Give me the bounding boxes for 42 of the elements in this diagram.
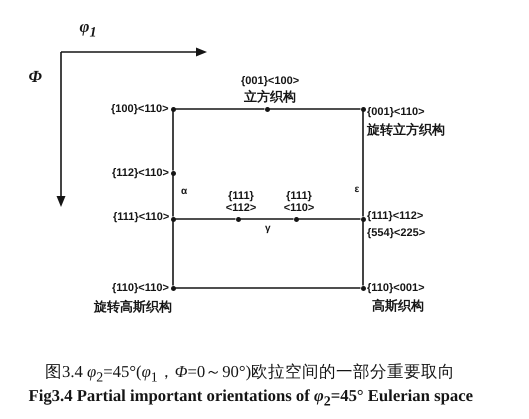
texture-name: 立方织构 (244, 90, 296, 104)
caption-text: Fig3.4 Partial important orientations of φ$_{2}$=45° Eulerian space (28, 386, 474, 410)
axis-label: φ$_{1}$ (80, 17, 97, 41)
letter-label: ε (354, 184, 360, 196)
line-segment (172, 112, 174, 170)
point-dot (170, 216, 176, 222)
orientation-label: {110}<110> (112, 282, 169, 294)
texture-name: 高斯织构 (372, 298, 424, 314)
orientation-label: {100}<110> (111, 102, 169, 116)
point-dot (170, 106, 176, 112)
orientation-label: {554}<225> (367, 226, 426, 240)
line-segment (172, 222, 174, 286)
point-dot (170, 286, 176, 290)
orientation-label: {111}<110> (113, 210, 170, 224)
orientation-label: {111} <110> (282, 190, 316, 215)
orientation-label: {111}<112> (367, 210, 424, 222)
orientation-label: {001}<100> (241, 74, 300, 88)
orientation-label: {001}<110> (367, 106, 425, 118)
orientation-label: {111} <112> (224, 190, 258, 215)
orientation-label: {112}<110> (112, 166, 169, 180)
line-segment (362, 222, 364, 286)
point-dot (360, 216, 366, 222)
letter-label: γ (265, 223, 271, 234)
line-segment (176, 287, 360, 289)
point-dot (360, 106, 366, 112)
line-segment (270, 108, 360, 110)
caption-text: 图3.4 φ$_{2}$=45°(φ$_{1}$，Φ=0～90°)欧拉空间的一部分重要取向 (45, 362, 456, 386)
letter-label: α (181, 186, 188, 198)
texture-name: 旋转立方织构 (367, 122, 445, 138)
texture-name: 旋转高斯织构 (94, 300, 172, 314)
line-segment (176, 218, 236, 220)
point-dot (294, 216, 298, 222)
point-dot (236, 216, 240, 222)
point-dot (360, 286, 366, 290)
line-segment (176, 108, 264, 110)
orientation-label: {110}<001> (367, 282, 425, 294)
line-segment (172, 176, 174, 216)
point-dot (170, 170, 176, 176)
axis-label: Φ (28, 67, 42, 87)
point-dot (264, 106, 270, 112)
line-segment (298, 218, 360, 220)
line-segment (362, 112, 364, 216)
